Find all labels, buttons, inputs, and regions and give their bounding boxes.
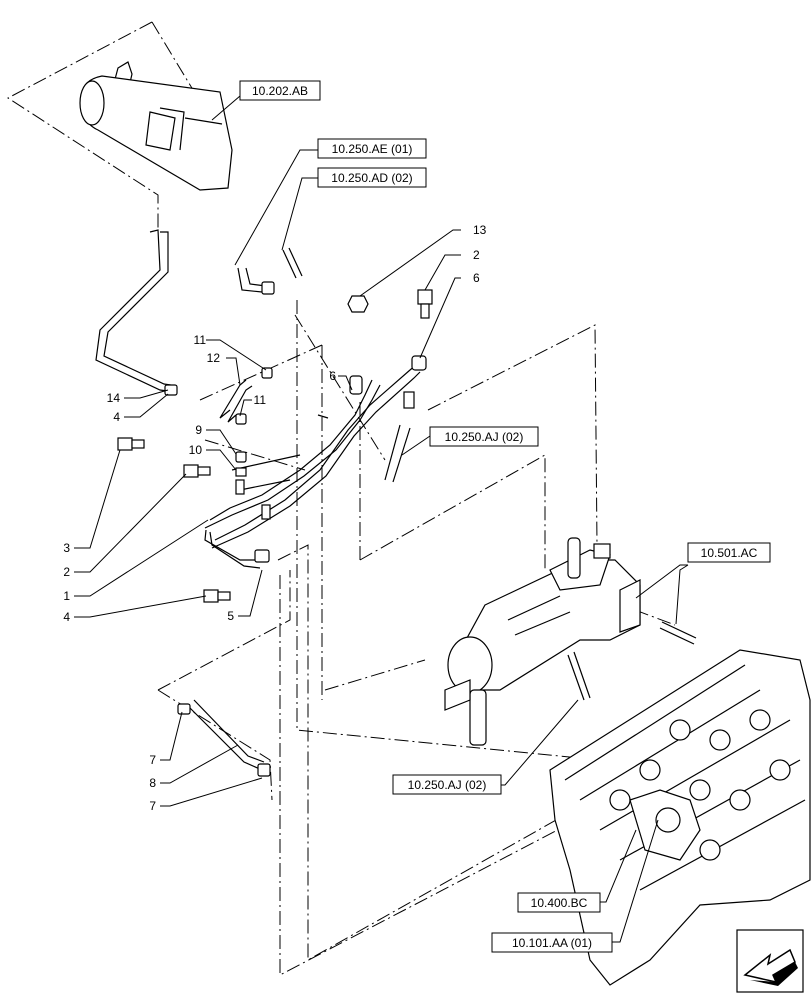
hose-8 (177, 699, 271, 777)
ref-10-400-bc[interactable]: 10.400.BC (517, 892, 601, 913)
ref-10-101-aa-01[interactable]: 10.101.AA (01) (491, 932, 613, 953)
leader-lines (74, 95, 689, 943)
egr-cooler-illustration (444, 537, 641, 746)
fasteners (117, 289, 433, 603)
cylinder-head-illustration (549, 649, 811, 986)
callout-6-left: 6 (329, 369, 336, 383)
callout-14: 14 (107, 391, 121, 405)
callout-11-mid: 11 (254, 393, 267, 407)
ref-10-250-ae-01[interactable]: 10.250.AE (01) (317, 138, 427, 159)
next-page-arrow-icon[interactable] (736, 929, 804, 993)
hose-14 (95, 229, 178, 396)
callout-2-top: 2 (473, 248, 480, 262)
hose-12 (219, 367, 273, 425)
pipe-assembly-1 (204, 355, 427, 569)
callout-7-top: 7 (149, 753, 156, 767)
ref-10-250-ad-02[interactable]: 10.250.AD (02) (317, 167, 427, 188)
svg-text:10.101.AA (01): 10.101.AA (01) (512, 936, 592, 950)
ref-10-202-ab[interactable]: 10.202.AB (239, 80, 321, 101)
hose-aj-upper (384, 391, 415, 483)
callout-6-right: 6 (473, 271, 480, 285)
callout-5: 5 (227, 609, 234, 623)
svg-text:10.400.BC: 10.400.BC (531, 896, 588, 910)
hose-ae-ad (237, 247, 303, 295)
callout-1: 1 (63, 589, 70, 603)
svg-text:10.202.AB: 10.202.AB (252, 84, 308, 98)
svg-text:10.250.AE (01): 10.250.AE (01) (332, 142, 413, 156)
ref-10-250-aj-02-upper[interactable]: 10.250.AJ (02) (429, 426, 539, 447)
svg-text:10.250.AJ (02): 10.250.AJ (02) (445, 430, 524, 444)
callout-11-top: 11 (194, 333, 207, 347)
callout-9: 9 (195, 423, 202, 437)
ref-10-250-aj-02-lower[interactable]: 10.250.AJ (02) (392, 774, 502, 795)
callout-8: 8 (149, 776, 156, 790)
air-cleaner-illustration (79, 61, 233, 191)
callout-10: 10 (189, 443, 203, 457)
svg-text:10.250.AJ (02): 10.250.AJ (02) (408, 778, 487, 792)
svg-text:10.501.AC: 10.501.AC (701, 546, 758, 560)
phantom-lines (7, 21, 676, 976)
svg-text:10.250.AD (02): 10.250.AD (02) (331, 171, 412, 185)
callout-12: 12 (207, 351, 221, 365)
callout-4-top: 4 (113, 410, 120, 424)
callout-numbers: 13 2 6 11 12 6 14 4 11 9 10 3 2 1 4 5 7 … (63, 223, 486, 813)
callout-2-left: 2 (63, 565, 70, 579)
callout-13: 13 (473, 223, 487, 237)
callout-7-bottom: 7 (149, 799, 156, 813)
callout-4-bottom: 4 (63, 610, 70, 624)
callout-3: 3 (63, 541, 70, 555)
ref-10-501-ac[interactable]: 10.501.AC (687, 542, 771, 563)
stud-bolt (659, 621, 697, 645)
